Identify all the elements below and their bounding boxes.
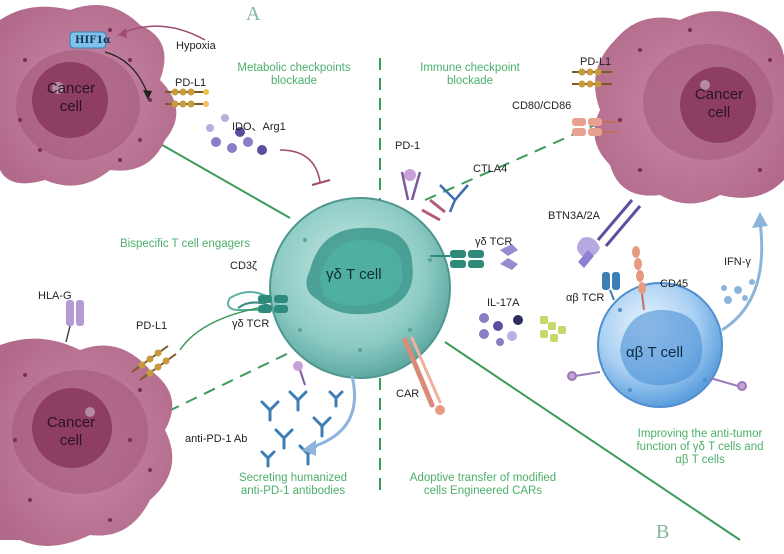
hla-g-label: HLA-G (38, 290, 72, 302)
immune-line-1: Immune checkpoint (420, 62, 520, 74)
section-letter-b: B (656, 521, 670, 543)
section-bispecific-title: Bispecific T cell engagers (120, 238, 250, 250)
cancer-2-line-1: Cancer (694, 86, 744, 103)
pdl1-receptor-right (572, 68, 612, 88)
anti-pd1-antibodies (260, 390, 344, 468)
cancer-cell-top-right (594, 11, 784, 204)
pd1-label: PD-1 (395, 140, 421, 152)
ifng-label: IFN-γ (724, 256, 751, 268)
ab-tcr-label: αβ TCR (566, 292, 605, 304)
cd80-cd86-receptor (572, 118, 618, 136)
cancer-3-line-1: Cancer (46, 414, 96, 431)
gd-tcr-left-label: γδ TCR (232, 318, 270, 330)
cancer-1-line-1: Cancer (46, 80, 96, 97)
ido-inhibit-line (279, 149, 321, 183)
car-receptor (402, 336, 445, 415)
cancer-cell-bottom-left (0, 338, 173, 546)
hif1a-label: HIF1α (75, 35, 111, 46)
cancer-1-line-2: cell (59, 98, 83, 115)
hypoxia-arrow (117, 25, 206, 41)
il17a-label: IL-17A (487, 297, 520, 309)
ifng-molecules (721, 279, 755, 304)
divider-top-left (149, 137, 291, 219)
immune-line-2: blockade (446, 75, 494, 87)
ctla4-receptor (421, 184, 469, 222)
metabolic-line-2: blockade (270, 75, 318, 87)
section-letter-a: A (246, 3, 261, 25)
btn3a-receptor (577, 199, 642, 268)
gd-tcr-right-label: γδ TCR (475, 236, 513, 248)
hif1a-box (69, 31, 107, 49)
gd-t-cell (269, 197, 451, 379)
ido-arg1-molecules (206, 114, 267, 155)
ab-t-cell-label: αβ T cell (626, 344, 684, 361)
improving-line-1: Improving the anti-tumor (637, 428, 763, 440)
secreting-arrowhead (302, 440, 316, 456)
cancer-2-line-2: cell (707, 104, 731, 121)
divider-top-right (424, 124, 596, 201)
secreting-line-1: Secreting humanized (238, 472, 348, 484)
cancer-cell-3-label: Cancer cell (36, 414, 106, 450)
pdl1-top-label: PD-L1 (175, 77, 207, 89)
pdl1-left-label: PD-L1 (136, 320, 168, 332)
cancer-3-line-2: cell (59, 432, 83, 449)
ab-t-cell (597, 282, 723, 408)
divider-left (149, 349, 296, 421)
cd45-label: CD45 (660, 278, 689, 290)
cancer-cell-2-label: Cancer cell (684, 86, 754, 122)
btn3a-label: BTN3A/2A (548, 210, 600, 222)
car-label: CAR (396, 388, 420, 400)
pdl1-right-label: PD-L1 (580, 56, 612, 68)
ctla4-label: CTLA4 (473, 163, 508, 175)
ifng-arrowhead (752, 212, 768, 228)
cd3z-label: CD3ζ (230, 260, 257, 272)
section-improving-title: Improving the anti-tumor function of γδ … (620, 428, 780, 467)
section-adoptive-title: Adoptive transfer of modified cells Engi… (398, 472, 568, 498)
secreting-arrow (311, 375, 357, 449)
il17a-molecules (479, 313, 566, 346)
anti-pd1-label: anti-PD-1 Ab (185, 433, 248, 445)
ido-inhibit-bar (311, 179, 331, 186)
section-secreting-title: Secreting humanized anti-PD-1 antibodies (218, 472, 368, 498)
pd1-on-gd-bottom (293, 361, 306, 386)
ab-tcr (602, 272, 620, 301)
adoptive-line-2: cells Engineered CARs (423, 485, 543, 497)
cd45-receptor (632, 246, 646, 311)
pdl1-receptor-left (131, 345, 177, 381)
hypoxia-label: Hypoxia (176, 40, 216, 52)
pd1-receptor (400, 169, 422, 201)
gd-tcr-right (430, 244, 518, 270)
gd-tcr-left (258, 295, 288, 313)
hla-g-receptor (65, 300, 84, 343)
ab-cell-receptors (567, 371, 747, 391)
divider-bottom-right (444, 341, 741, 541)
cd3z-receptor (227, 291, 280, 311)
bispecific-engager-linker (179, 307, 259, 351)
secreting-line-2: anti-PD-1 antibodies (240, 485, 346, 497)
adoptive-line-1: Adoptive transfer of modified (409, 472, 557, 484)
metabolic-line-1: Metabolic checkpoints (237, 62, 351, 74)
ido-arg1-label: IDO、Arg1 (232, 121, 286, 133)
ifng-arrow (721, 221, 764, 332)
hypoxia-arrowhead (118, 28, 127, 38)
section-dividers (149, 58, 741, 541)
section-metabolic-title: Metabolic checkpoints blockade (214, 62, 374, 88)
hif-arrowhead (143, 90, 152, 100)
cd80-cd86-label: CD80/CD86 (512, 100, 572, 112)
improving-line-3: αβ T cells (675, 454, 725, 466)
hif-to-pdl1-arrow (104, 51, 149, 96)
improving-line-2: function of γδ T cells and (636, 441, 764, 453)
cancer-cell-top-left (0, 5, 177, 186)
gd-t-cell-label: γδ T cell (326, 266, 382, 283)
pdl1-receptor-top-left (165, 88, 209, 108)
cancer-cell-1-label: Cancer cell (36, 80, 106, 116)
section-immune-title: Immune checkpoint blockade (400, 62, 540, 88)
